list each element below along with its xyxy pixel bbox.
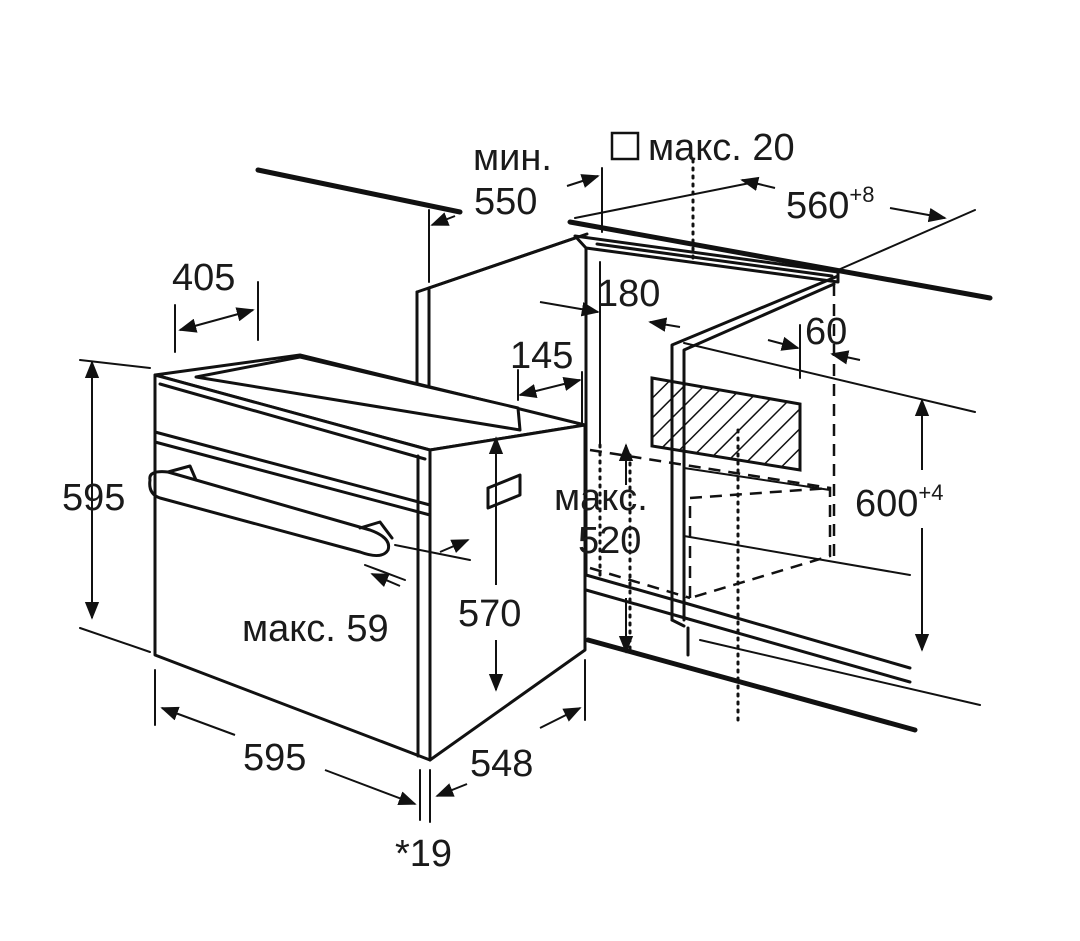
max-59-label: макс. 59 — [242, 608, 389, 650]
niche-height-label: 600+4 — [855, 480, 944, 525]
oven-width-label: 595 — [243, 737, 306, 779]
front-thickness-label: *19 — [395, 833, 452, 875]
oven-door-handle — [148, 464, 394, 557]
oven-height-label: 595 — [62, 477, 125, 519]
dim-520-label: 520 — [578, 520, 641, 562]
oven-depth-top-label: 405 — [172, 257, 235, 299]
min-label: мин. — [473, 137, 552, 179]
max-label-520: макс. — [554, 477, 648, 519]
dim-145-label: 145 — [510, 335, 573, 377]
cabinet-depth-label: 550 — [474, 181, 537, 223]
max-20-label: макс. 20 — [648, 127, 795, 169]
dim-60-label: 60 — [805, 311, 847, 353]
dim-180-label: 180 — [597, 273, 660, 315]
oven-depth-label: 548 — [470, 743, 533, 785]
square-symbol-icon — [610, 131, 640, 161]
body-height-label: 570 — [458, 593, 521, 635]
cabinet-niche — [255, 158, 993, 733]
dimension-lines — [79, 167, 976, 823]
niche-width-label: 560+8 — [786, 182, 875, 227]
oven-body — [153, 353, 587, 762]
